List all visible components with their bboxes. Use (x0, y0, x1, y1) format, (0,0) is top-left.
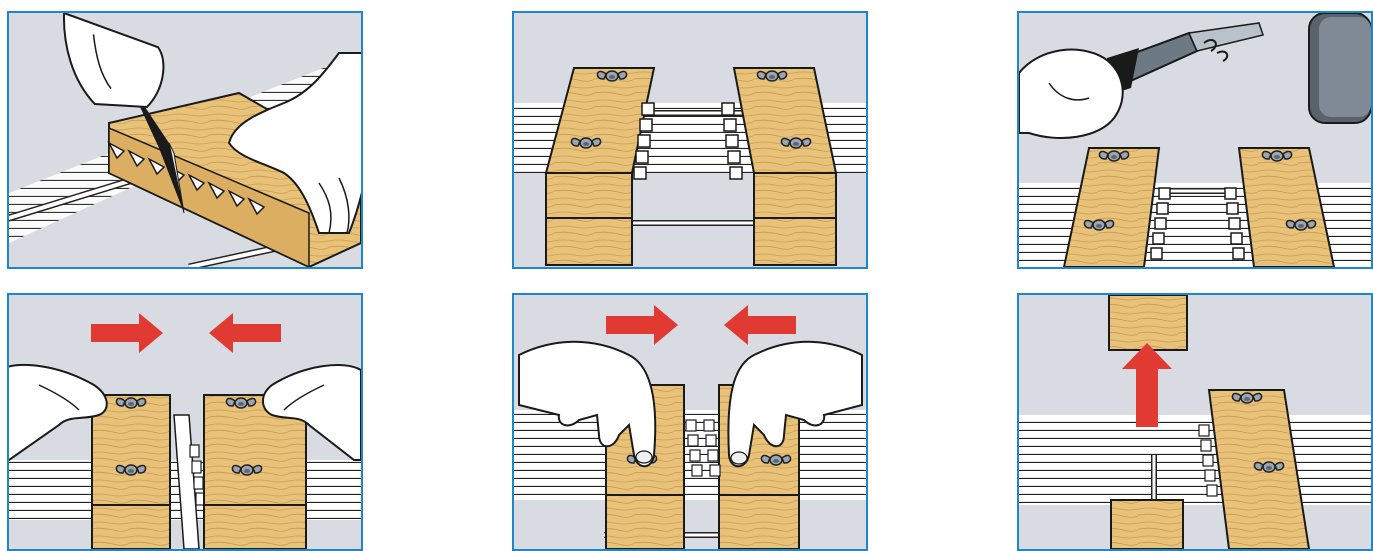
wing-nut-icon (780, 137, 812, 149)
step-4-panel (7, 293, 363, 551)
wood-block-right (721, 67, 838, 266)
step-6-illustration (1019, 295, 1371, 549)
wood-block-bottom (1110, 499, 1184, 549)
wing-nut-icon (115, 464, 147, 476)
wing-nut-icon (225, 397, 257, 409)
step-5-illustration (514, 305, 866, 549)
hand-icon (9, 364, 108, 461)
step-5-panel (512, 293, 868, 551)
saw-teeth (107, 141, 266, 216)
step-4-illustration (9, 313, 361, 549)
wood-block-lifted (1108, 295, 1188, 351)
step-3-illustration (1019, 13, 1371, 267)
center-bar (173, 414, 206, 549)
hand-icon (1019, 48, 1124, 139)
wing-nut-icon (1083, 219, 1115, 231)
wood-block-right (1198, 389, 1311, 549)
step-3-panel (1017, 11, 1373, 269)
step-2-illustration (514, 67, 866, 266)
wing-nut-icon (1261, 150, 1293, 162)
hand-icon (262, 364, 361, 461)
wing-nut-icon (1253, 461, 1285, 473)
step-1-illustration (9, 13, 361, 267)
wing-nut-icon (1285, 219, 1317, 231)
hand-icon (62, 13, 165, 109)
hammer-icon (1308, 13, 1371, 124)
wood-block-left (544, 67, 656, 266)
wing-nut-icon (760, 454, 792, 466)
arrow-up-icon (1122, 343, 1172, 427)
step-1-panel (7, 11, 363, 269)
arrow-right-icon (606, 305, 678, 345)
wood-block-left (1062, 147, 1171, 267)
wing-nut-icon (570, 137, 602, 149)
arrow-left-icon (209, 313, 281, 353)
knife-icon (129, 83, 185, 214)
wing-nut-icon (596, 70, 628, 82)
wood-block-right (1224, 147, 1336, 267)
wood-block-left (91, 394, 171, 549)
wing-nut-icon (115, 397, 147, 409)
hand-icon (518, 340, 657, 468)
wing-nut-icon (1231, 392, 1263, 404)
hand-icon (727, 340, 863, 468)
wood-block-right (203, 394, 307, 549)
hand-icon (227, 52, 361, 234)
wing-nut-icon (1098, 150, 1130, 162)
wing-nut-icon (231, 464, 263, 476)
arrow-right-icon (91, 313, 163, 353)
wing-nut-icon (756, 70, 788, 82)
arrow-left-icon (724, 305, 796, 345)
step-6-panel (1017, 293, 1373, 551)
step-2-panel (512, 11, 868, 269)
